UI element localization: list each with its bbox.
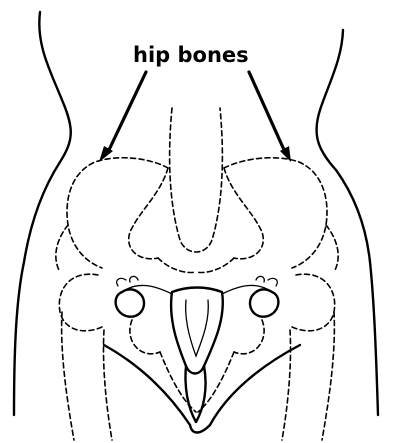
right-ovary <box>250 289 278 316</box>
left-ovary <box>116 289 144 316</box>
left-pubis <box>160 352 196 412</box>
right-fimbriae <box>256 276 277 286</box>
sacrum <box>170 108 223 252</box>
right-obturator <box>234 320 264 354</box>
right-femur <box>322 312 334 440</box>
left-iliac-crest <box>67 158 168 268</box>
right-femoral-head <box>290 274 335 331</box>
uterus <box>171 288 223 374</box>
right-pelvic-inlet <box>196 258 234 272</box>
right-hip-edge <box>326 225 338 272</box>
body-outline <box>14 12 378 425</box>
left-inner-ilium <box>129 168 168 259</box>
left-femoral-head <box>59 274 104 331</box>
left-pelvic-inlet <box>158 258 196 272</box>
left-femur <box>62 312 74 440</box>
hip-bones-label: hip bones <box>133 43 249 67</box>
left-obturator <box>130 320 160 354</box>
label-arrows <box>99 72 291 162</box>
right-iliac-crest <box>224 158 327 268</box>
left-hip-edge <box>56 225 68 272</box>
right-arrow <box>249 72 285 152</box>
vulva <box>190 425 210 433</box>
left-fimbriae <box>117 276 138 286</box>
left-groin-line <box>104 345 190 425</box>
right-femur-inner <box>282 330 291 440</box>
uterus-group <box>116 276 279 432</box>
pelvis <box>56 108 338 440</box>
right-inner-ilium <box>224 168 263 259</box>
right-groin-line <box>210 345 300 425</box>
left-arrow <box>108 72 146 152</box>
uterus-cavity <box>186 300 209 356</box>
